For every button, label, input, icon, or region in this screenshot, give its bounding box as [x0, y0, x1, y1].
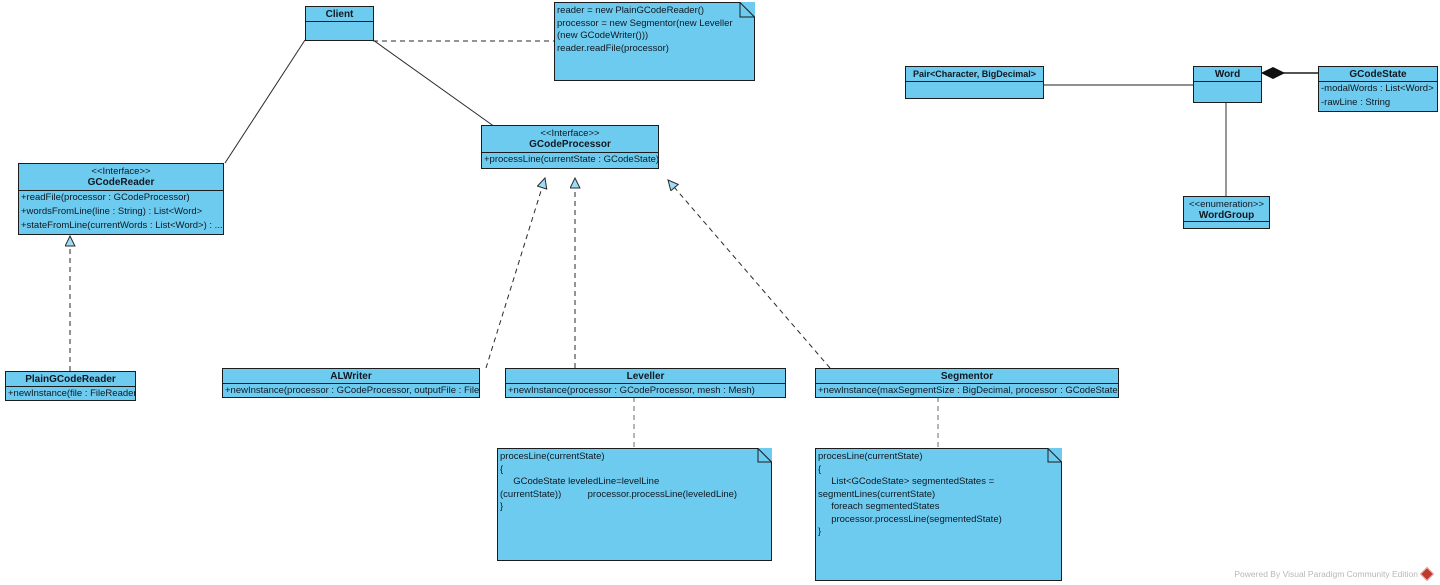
note-segmentor[interactable]: procesLine(currentState) { List<GCodeSta…	[815, 448, 1062, 581]
class-segmentor-body: +newInstance(maxSegmentSize : BigDecimal…	[816, 384, 1118, 398]
note-segmentor-shape	[815, 448, 1062, 581]
class-wordgroup-header: <<enumeration>> WordGroup	[1184, 197, 1269, 222]
class-wordgroup-stereotype: <<enumeration>>	[1188, 199, 1264, 210]
class-pair-body	[906, 82, 1043, 102]
note-segmentor-text: procesLine(currentState) { List<GCodeSta…	[818, 451, 1002, 537]
class-word-body	[1194, 82, 1261, 102]
class-plaingcodereader-member: +newInstance(file : FileReader)	[8, 388, 135, 399]
class-plaingcodereader-header: PlainGCodeReader	[6, 372, 135, 387]
watermark: Powered By Visual Paradigm Community Edi…	[1234, 566, 1435, 582]
watermark-text: Powered By Visual Paradigm Community Edi…	[1234, 569, 1418, 579]
note-leveller-text: procesLine(currentState) { GCodeState le…	[500, 451, 738, 512]
class-alwriter[interactable]: ALWriter +newInstance(processor : GCodeP…	[222, 368, 480, 398]
class-wordgroup-name: WordGroup	[1198, 210, 1255, 221]
note-client-text: reader = new PlainGCodeReader() processo…	[557, 5, 733, 54]
composition-diamond	[1260, 66, 1286, 80]
class-pair[interactable]: Pair<Character, BigDecimal>	[905, 66, 1044, 99]
class-gcodereader-member: +stateFromLine(currentWords : List<Word>…	[21, 220, 223, 231]
class-client-body	[306, 22, 373, 42]
class-pair-name: Pair<Character, BigDecimal>	[912, 69, 1037, 79]
class-gcodereader-body: +readFile(processor : GCodeProcessor) +w…	[19, 191, 223, 233]
class-gcodereader-member: +readFile(processor : GCodeProcessor)	[21, 192, 190, 203]
class-gcodeprocessor-header: <<Interface>> GCodeProcessor	[482, 126, 658, 153]
class-alwriter-header: ALWriter	[223, 369, 479, 384]
class-word[interactable]: Word	[1193, 66, 1262, 103]
class-word-header: Word	[1194, 67, 1261, 82]
class-gcodereader[interactable]: <<Interface>> GCodeReader +readFile(proc…	[18, 163, 224, 235]
class-gcodereader-header: <<Interface>> GCodeReader	[19, 164, 223, 191]
class-gcodestate-body: -modalWords : List<Word> -rawLine : Stri…	[1319, 82, 1437, 110]
class-plaingcodereader[interactable]: PlainGCodeReader +newInstance(file : Fil…	[5, 371, 136, 401]
class-gcodereader-name: GCodeReader	[87, 177, 155, 188]
class-word-name: Word	[1214, 69, 1241, 80]
class-client-name: Client	[325, 9, 354, 20]
edge-client-gcodeprocessor	[372, 39, 496, 128]
class-leveller-body: +newInstance(processor : GCodeProcessor,…	[506, 384, 785, 398]
class-segmentor[interactable]: Segmentor +newInstance(maxSegmentSize : …	[815, 368, 1119, 398]
class-gcodestate-header: GCodeState	[1319, 67, 1437, 82]
class-wordgroup[interactable]: <<enumeration>> WordGroup	[1183, 196, 1270, 229]
class-gcodestate-member: -rawLine : String	[1321, 97, 1391, 108]
class-leveller-header: Leveller	[506, 369, 785, 384]
class-plaingcodereader-body: +newInstance(file : FileReader)	[6, 387, 135, 401]
class-gcodestate-member: -modalWords : List<Word>	[1321, 83, 1434, 94]
class-leveller-name: Leveller	[626, 371, 665, 382]
class-gcodeprocessor-name: GCodeProcessor	[529, 139, 611, 150]
class-gcodestate[interactable]: GCodeState -modalWords : List<Word> -raw…	[1318, 66, 1438, 112]
edge-segmentor-gcodeprocessor	[668, 180, 831, 369]
class-alwriter-member: +newInstance(processor : GCodeProcessor,…	[225, 385, 479, 396]
class-gcodeprocessor[interactable]: <<Interface>> GCodeProcessor +processLin…	[481, 125, 659, 169]
class-gcodereader-member: +wordsFromLine(line : String) : List<Wor…	[21, 206, 203, 217]
class-segmentor-member: +newInstance(maxSegmentSize : BigDecimal…	[818, 385, 1118, 396]
class-gcodeprocessor-body: +processLine(currentState : GCodeState)	[482, 153, 658, 167]
edge-client-gcodereader	[224, 39, 306, 164]
class-leveller-member: +newInstance(processor : GCodeProcessor,…	[508, 385, 755, 396]
class-alwriter-name: ALWriter	[330, 371, 372, 382]
class-wordgroup-body	[1184, 222, 1269, 228]
class-leveller[interactable]: Leveller +newInstance(processor : GCodeP…	[505, 368, 786, 398]
visual-paradigm-logo-icon	[1419, 566, 1435, 582]
class-gcodestate-name: GCodeState	[1349, 69, 1407, 80]
class-alwriter-body: +newInstance(processor : GCodeProcessor,…	[223, 384, 479, 398]
note-leveller-shape	[497, 448, 772, 561]
class-gcodeprocessor-stereotype: <<Interface>>	[540, 128, 600, 139]
note-client-shape	[554, 2, 755, 81]
note-leveller[interactable]: procesLine(currentState) { GCodeState le…	[497, 448, 772, 561]
class-client[interactable]: Client	[305, 6, 374, 41]
class-gcodeprocessor-member: +processLine(currentState : GCodeState)	[484, 154, 658, 165]
class-segmentor-header: Segmentor	[816, 369, 1118, 384]
edge-alwriter-gcodeprocessor	[485, 178, 545, 369]
class-plaingcodereader-name: PlainGCodeReader	[25, 374, 116, 385]
class-segmentor-name: Segmentor	[940, 371, 994, 382]
note-client[interactable]: reader = new PlainGCodeReader() processo…	[554, 2, 755, 81]
class-gcodereader-stereotype: <<Interface>>	[91, 166, 151, 177]
class-client-header: Client	[306, 7, 373, 22]
class-pair-header: Pair<Character, BigDecimal>	[906, 67, 1043, 82]
